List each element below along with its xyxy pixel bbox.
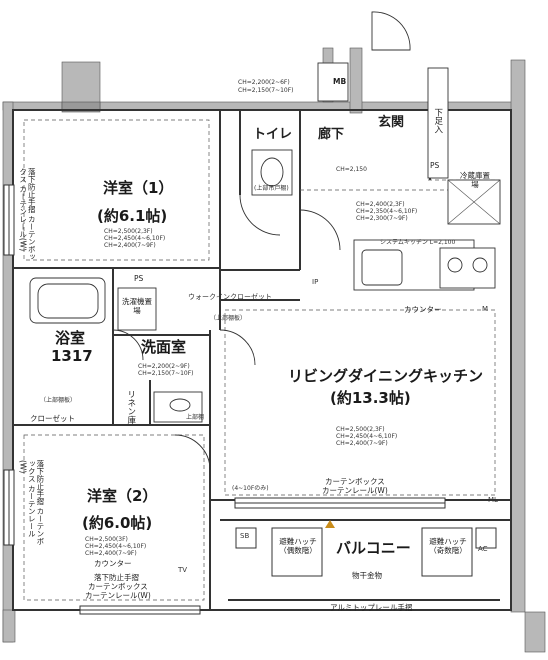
system-kitchen-label: システムキッチン L=2,100 <box>380 239 456 246</box>
ldk-curtain-rail: カーテンレール(W) <box>322 486 388 495</box>
bedroom2-side-label: 落下防止手摺 カーテンボックス カーテンレール(W) <box>18 460 45 545</box>
upper-shelf-2: （上部棚板） <box>40 397 77 404</box>
ac-label: AC <box>478 545 488 553</box>
ip-label: IP <box>312 278 319 286</box>
walkin-closet-label: ウォークインクローゼット <box>188 293 272 301</box>
corridor-ch: CH=2,150 <box>336 166 367 173</box>
ps-bath-label: PS <box>134 274 144 283</box>
kitchen-ch-3: CH=2,300(7~9F) <box>356 215 408 222</box>
toilet-name: トイレ <box>253 127 293 142</box>
bed2-curtain-box: カーテンボックス <box>88 582 148 591</box>
bath-code: 1317 <box>51 347 93 365</box>
washer-label: 洗濯機置場 <box>122 297 152 315</box>
ldk-size: (約13.3帖) <box>330 389 411 407</box>
bedroom1-ch-3: CH=2,400(7~9F) <box>104 242 156 249</box>
balcony-name: バルコニー <box>336 539 411 557</box>
bedroom1-name: 洋室（1） <box>103 179 174 197</box>
bath-name: 浴室 <box>55 329 86 347</box>
door-swings <box>112 11 411 471</box>
ps-top-label: PS <box>430 161 440 170</box>
bedroom2-ch-3: CH=2,400(7~9F) <box>85 550 137 557</box>
entrance-name: 玄関 <box>378 115 405 130</box>
windows <box>3 184 446 615</box>
floor-note: (4~10Fのみ) <box>232 485 269 492</box>
bed2-fall-label: 落下防止手摺 <box>94 573 139 582</box>
mb-label: MB <box>333 77 347 86</box>
kitchen-counter-label: カウンター <box>404 305 442 314</box>
bedroom1-size: (約6.1帖) <box>97 207 168 225</box>
top-ch-2: CH=2,150(7~10F) <box>238 87 294 94</box>
bedroom1-ch-1: CH=2,500(2,3F) <box>104 228 153 235</box>
balcony-item: 物干金物 <box>352 571 382 580</box>
bedroom2-size: (約6.0帖) <box>82 514 153 532</box>
shoe-cabinet-label: 下足入 <box>432 108 443 134</box>
upper-cabinet-label: 上部棚 <box>186 414 205 421</box>
corridor-name: 廊下 <box>318 127 345 142</box>
m-label: M <box>482 305 489 313</box>
upper-shelf-toilet: (上部吊戸棚) <box>254 185 289 192</box>
ldk-curtain-box: カーテンボックス <box>325 477 385 486</box>
bedroom1-side-label: 落下防止手摺 カーテンボックス カーテンレール(W) <box>18 168 37 261</box>
linen-label: リネン庫 <box>125 390 136 424</box>
top-ch-1: CH=2,200(2~6F) <box>238 79 290 86</box>
sb-label: SB <box>240 532 250 540</box>
ldk-ch-2: CH=2,450(4~6,10F) <box>336 433 398 440</box>
upper-shelf-1: （上部棚板） <box>210 315 247 322</box>
closet-label: クローゼット <box>30 414 75 423</box>
ldk-name: リビングダイニングキッチン <box>288 367 484 385</box>
washroom-name: 洗面室 <box>141 338 187 356</box>
bedroom2-name: 洋室（2） <box>87 487 158 505</box>
ml-label: ML <box>488 496 498 504</box>
bedroom1-ch-2: CH=2,450(4~6,10F) <box>104 235 166 242</box>
bedroom2-ch-2: CH=2,450(4~6,10F) <box>85 543 147 550</box>
ldk-ch-1: CH=2,500(2,3F) <box>336 426 385 433</box>
fixtures <box>29 62 501 423</box>
kitchen-ch-2: CH=2,350(4~6,10F) <box>356 208 418 215</box>
hatch-right-label: 避難ハッチ（奇数階） <box>429 537 467 555</box>
balcony-marker <box>325 520 335 528</box>
fridge-cross <box>447 179 501 225</box>
fridge-label: 冷蔵庫置場 <box>460 171 490 189</box>
kitchen-ch-1: CH=2,400(2,3F) <box>356 201 405 208</box>
bed2-counter-label: カウンター <box>94 559 132 568</box>
ldk-ch-3: CH=2,400(7~9F) <box>336 440 388 447</box>
washroom-ch-2: CH=2,150(7~10F) <box>138 370 194 377</box>
washroom-ch-1: CH=2,200(2~9F) <box>138 363 190 370</box>
tv-label: TV <box>178 566 188 574</box>
hatch-left-label: 避難ハッチ（偶数階） <box>279 537 317 555</box>
rail-label: アルミトップレール手摺 <box>330 603 413 612</box>
balcony-hatches <box>235 527 497 577</box>
bedroom2-ch-1: CH=2,500(3F) <box>85 536 128 543</box>
bed2-curtain-rail: カーテンレール(W) <box>85 591 151 600</box>
